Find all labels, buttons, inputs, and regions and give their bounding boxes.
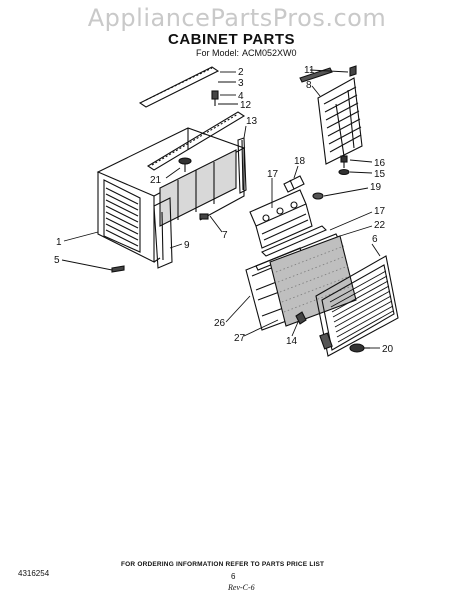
callout-17: 17 (267, 169, 279, 180)
part-channel-13 (237, 137, 247, 194)
watermark: AppliancePartsPros.com (87, 4, 387, 32)
callout-8: 8 (306, 80, 312, 91)
part-screw-4 (211, 90, 219, 106)
part-side-panel-9 (153, 197, 173, 269)
document-number: 4316254 (18, 569, 50, 578)
callout-18: 17 (374, 206, 386, 217)
part-control-bracket-17 (249, 189, 313, 249)
callout-7: 7 (222, 230, 228, 241)
callout-11: 11 (304, 65, 315, 76)
callout-4: 4 (238, 91, 244, 102)
leader-lines (61, 69, 381, 349)
ordering-note: FOR ORDERING INFORMATION REFER TO PARTS … (121, 561, 325, 568)
model-line: For Model:ACM052XW0 (196, 48, 300, 58)
cabinet-interior (159, 149, 237, 227)
cabinet-side-louvers (103, 179, 141, 253)
callout-19: 18 (294, 156, 306, 167)
part-strip-18 (261, 225, 327, 257)
part-long-strip (146, 111, 246, 171)
part-top-seal-strip (138, 66, 220, 108)
callout-20: 19 (370, 182, 382, 193)
model-number: ACM052XW0 (242, 48, 297, 58)
callout-21: 20 (382, 344, 394, 355)
part-clip-19 (283, 175, 305, 193)
callout-5: 5 (54, 255, 60, 266)
part-knob-21 (349, 343, 370, 353)
callout-26: 26 (214, 318, 226, 329)
callout-22: 21 (150, 175, 162, 186)
part-20 (312, 192, 324, 200)
callout-15: 15 (374, 169, 386, 180)
page-number: 6 (231, 572, 236, 581)
callout-3: 3 (238, 78, 244, 89)
page-title: CABINET PARTS (168, 31, 296, 48)
part-screw-16 (340, 155, 348, 168)
callout-12: 12 (240, 100, 252, 111)
model-prefix: For Model: (196, 48, 240, 58)
callout-6: 6 (372, 234, 378, 245)
callout-9: 9 (184, 240, 190, 251)
part-rear-grille-frame (299, 65, 363, 165)
part-bracket-7 (199, 213, 209, 220)
callout-14: 14 (286, 336, 298, 347)
revision-mark: Rev-C-6 (228, 583, 255, 592)
part-screw-5 (111, 265, 125, 273)
callout-labels: 2 3 4 12 13 11 8 16 15 18 19 17 17 22 6 … (54, 65, 394, 355)
part-screw-14 (295, 311, 307, 325)
callout-2: 2 (238, 67, 244, 78)
part-front-grille-6 (315, 255, 399, 357)
callout-16: 16 (374, 158, 386, 169)
callout-24: 22 (374, 220, 386, 231)
callout-27: 27 (234, 333, 246, 344)
part-knob-22 (178, 157, 192, 172)
callout-1: 1 (56, 237, 62, 248)
callout-13: 13 (246, 116, 258, 127)
part-filter-27 (269, 235, 357, 327)
part-washer-15 (338, 168, 350, 176)
